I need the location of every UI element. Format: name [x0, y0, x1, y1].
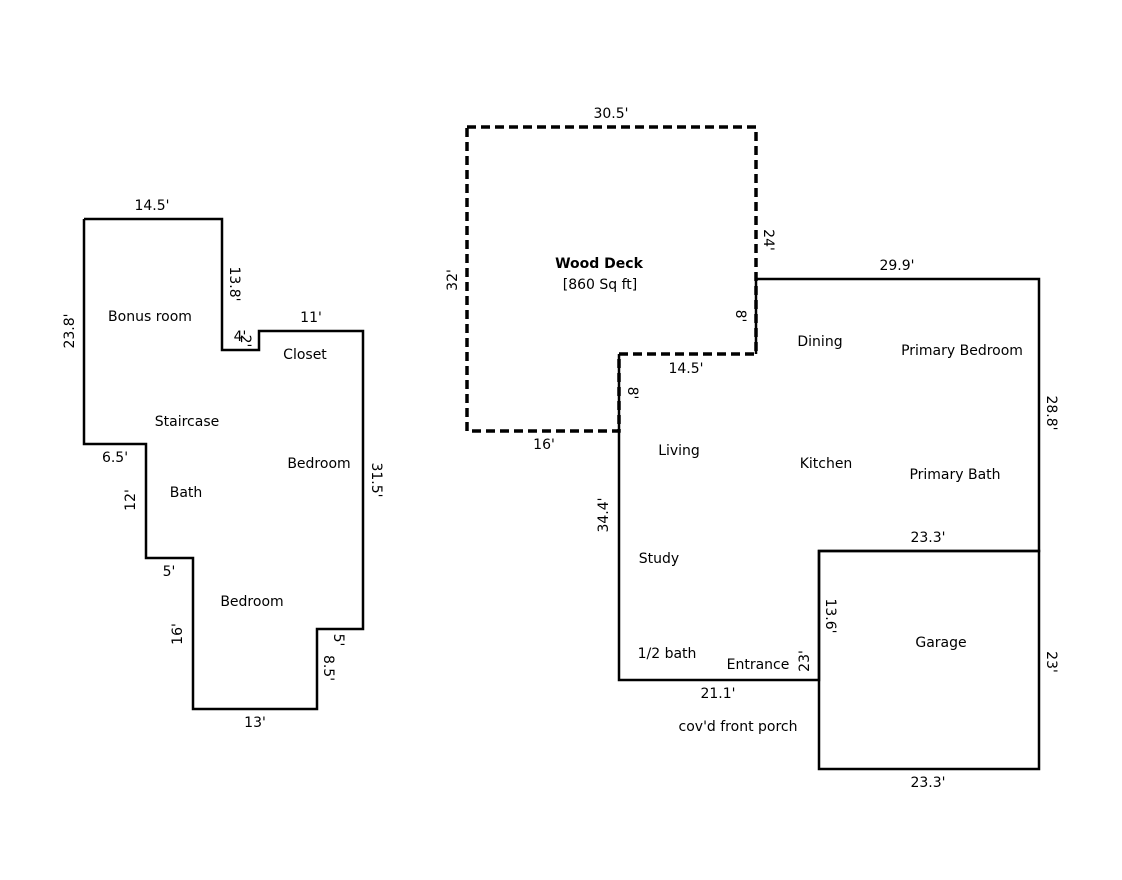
deck-area: [860 Sq ft] [563, 277, 638, 293]
garage-outline [817, 549, 1041, 771]
deck-inner-drop-dimension: 8' [624, 387, 640, 400]
bedroom-right-label: Bedroom [287, 456, 350, 472]
upper-step-height-dimension: 2' [237, 335, 253, 348]
deck-inner-dimension: 14.5' [668, 361, 703, 377]
living-label: Living [658, 443, 700, 459]
staircase-label: Staircase [155, 414, 219, 430]
deck-top-dimension: 30.5' [593, 106, 628, 122]
entrance-wall-dimension: 23' [797, 650, 813, 672]
upper-closet-top-dimension: 11' [300, 310, 322, 326]
primary-bedroom-label: Primary Bedroom [901, 343, 1023, 359]
bath-label: Bath [170, 485, 203, 501]
garage-top-dimension: 23.3' [910, 530, 945, 546]
study-label: Study [639, 551, 679, 567]
main-right-dimension: 28.8' [1043, 395, 1059, 430]
bedroom-bottom-label: Bedroom [220, 594, 283, 610]
deck-right-upper-dimension: 24' [760, 229, 776, 251]
upper-top-dimension: 14.5' [134, 198, 169, 214]
upper-right-dimension: 31.5' [368, 462, 384, 497]
garage-right-dimension: 23' [1043, 651, 1059, 673]
upper-inner-drop-dimension: 13.8' [226, 266, 242, 301]
dining-label: Dining [797, 334, 842, 350]
upper-notch-drop-dimension: 8.5' [320, 655, 336, 681]
half-bath-label: 1/2 bath [638, 646, 697, 662]
upper-wall-left-2-dimension: 12' [123, 489, 139, 511]
bonus-room-label: Bonus room [108, 309, 192, 325]
upper-step-left-1-dimension: 6.5' [102, 450, 128, 466]
garage-label: Garage [915, 635, 966, 651]
entrance-label: Entrance [727, 657, 790, 673]
porch-label: cov'd front porch [679, 719, 798, 735]
garage-bottom-dimension: 23.3' [910, 775, 945, 791]
upper-wall-left-3-dimension: 16' [170, 623, 186, 645]
main-left-dimension: 34.4' [596, 497, 612, 532]
upper-notch-right-dimension: 5' [330, 634, 346, 647]
deck-left-dimension: 32' [445, 269, 461, 291]
deck-bottom-dimension: 16' [533, 437, 555, 453]
upper-left-dimension: 23.8' [62, 313, 78, 348]
upper-step-width-dimension: 4' [234, 329, 247, 345]
main-top-dimension: 29.9' [879, 258, 914, 274]
deck-right-lower-dimension: 8' [732, 310, 748, 323]
upper-floor-outline [82, 217, 365, 711]
garage-left-dimension: 13.6' [822, 598, 838, 633]
deck-title: Wood Deck [555, 256, 643, 272]
primary-bath-label: Primary Bath [909, 467, 1000, 483]
main-bottom-dimension: 21.1' [700, 686, 735, 702]
upper-step-left-2-dimension: 5' [163, 564, 176, 580]
kitchen-label: Kitchen [800, 456, 853, 472]
upper-bottom-dimension: 13' [244, 715, 266, 731]
closet-label: Closet [283, 347, 327, 363]
